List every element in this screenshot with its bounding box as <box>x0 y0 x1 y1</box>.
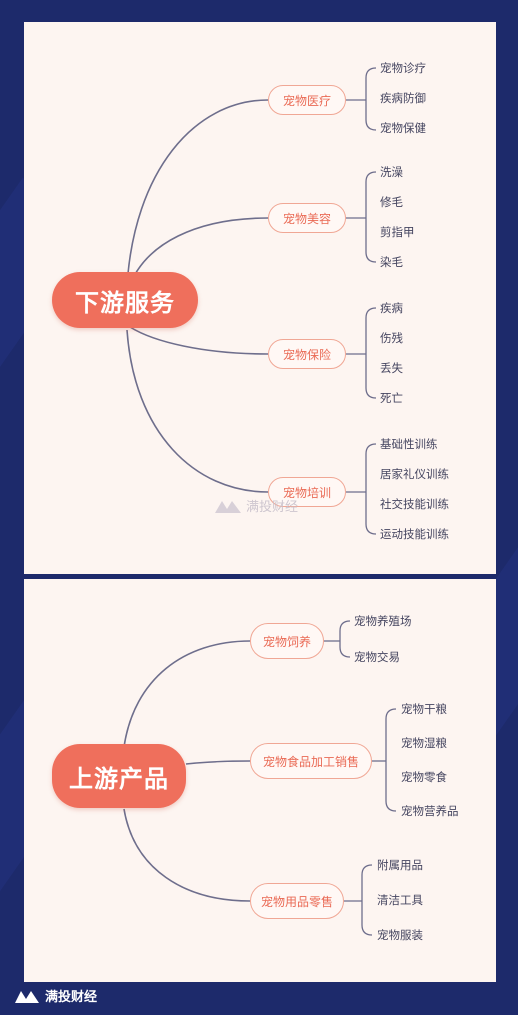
leaf-node: 附属用品 <box>377 858 423 872</box>
leaf-node: 丢失 <box>380 361 403 375</box>
footer-brand-text: 满投财经 <box>45 990 98 1005</box>
leaf-node: 宠物湿粮 <box>401 736 447 750</box>
leaf-node: 伤残 <box>380 331 403 345</box>
leaf-connector <box>361 864 373 936</box>
leaf-node: 运动技能训练 <box>380 527 449 541</box>
leaf-connector <box>385 708 397 812</box>
leaf-node: 宠物干粮 <box>401 702 447 716</box>
mountain-logo-icon <box>215 500 241 513</box>
branch-node-pet-insurance: 宠物保险 <box>268 339 346 369</box>
branch-node-pet-food: 宠物食品加工销售 <box>250 743 372 779</box>
leaf-node: 宠物零食 <box>401 770 447 784</box>
root-connector <box>123 808 251 902</box>
leaf-node: 清洁工具 <box>377 893 423 907</box>
leaf-node: 疾病 <box>380 301 403 315</box>
branch-node-pet-breeding: 宠物饲养 <box>250 623 324 659</box>
leaf-node: 宠物诊疗 <box>380 61 426 75</box>
leaf-connector <box>339 620 351 658</box>
root-connector <box>123 640 251 748</box>
leaf-node: 基础性训练 <box>380 437 438 451</box>
leaf-node: 洗澡 <box>380 165 403 179</box>
leaf-node: 疾病防御 <box>380 91 426 105</box>
leaf-node: 宠物交易 <box>354 650 400 664</box>
leaf-connector <box>365 67 377 131</box>
upstream-connectors <box>123 620 397 936</box>
leaf-node: 居家礼仪训练 <box>380 467 449 481</box>
leaf-node: 剪指甲 <box>380 225 415 239</box>
root-connector <box>126 99 269 287</box>
leaf-connector <box>365 171 377 263</box>
leaf-node: 宠物服装 <box>377 928 423 942</box>
leaf-node: 社交技能训练 <box>380 497 449 511</box>
leaf-connector <box>365 443 377 535</box>
leaf-node: 宠物营养品 <box>401 804 459 818</box>
downstream-panel: 下游服务 宠物医疗 宠物美容 宠物保险 宠物培训 宠物诊疗 疾病防御 宠物保健 … <box>24 22 496 574</box>
root-connector <box>129 326 269 355</box>
branch-node-pet-supplies: 宠物用品零售 <box>250 883 344 919</box>
branch-node-pet-medical: 宠物医疗 <box>268 85 346 115</box>
leaf-node: 死亡 <box>380 391 403 405</box>
leaf-node: 修毛 <box>380 195 403 209</box>
watermark: 满投财经 <box>214 496 298 515</box>
mountain-logo-icon <box>15 990 39 1003</box>
watermark-text: 满投财经 <box>246 500 299 515</box>
footer-brand: 满投财经 <box>14 986 97 1005</box>
branch-node-pet-training: 宠物培训 <box>268 477 346 507</box>
leaf-node: 宠物保健 <box>380 121 426 135</box>
leaf-node: 染毛 <box>380 255 403 269</box>
root-node-downstream: 下游服务 <box>52 272 198 328</box>
root-connector <box>185 760 251 765</box>
leaf-connector <box>365 307 377 399</box>
root-connector <box>126 329 269 493</box>
upstream-panel: 上游产品 宠物饲养 宠物食品加工销售 宠物用品零售 宠物养殖场 宠物交易 宠物干… <box>24 579 496 982</box>
leaf-node: 宠物养殖场 <box>354 614 412 628</box>
branch-node-pet-grooming: 宠物美容 <box>268 203 346 233</box>
root-node-upstream: 上游产品 <box>52 744 186 808</box>
